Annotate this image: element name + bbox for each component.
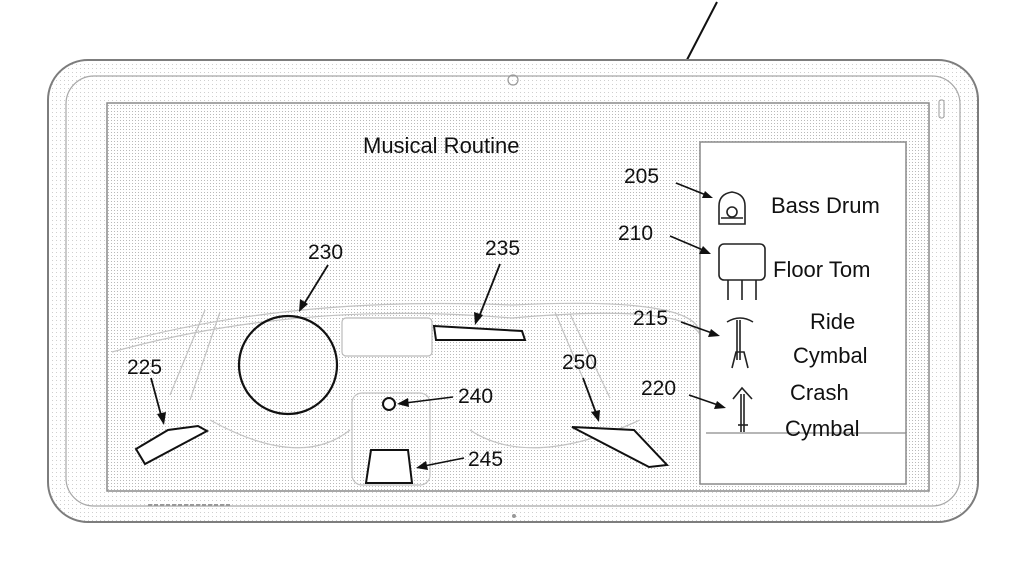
steering-wheel-pad[interactable] <box>237 314 339 416</box>
leader-arrow-225 <box>150 377 166 425</box>
leader-arrow-250 <box>582 377 600 422</box>
bass-drum-label: Bass Drum <box>771 193 880 218</box>
crash-label-line2: Cymbal <box>785 416 860 441</box>
instrument-panel <box>699 141 907 485</box>
dashboard-scene <box>111 302 703 486</box>
ride-cymbal-icon[interactable] <box>726 317 754 369</box>
home-dot[interactable] <box>512 514 516 518</box>
dash-strip-pad[interactable] <box>432 324 527 341</box>
center-knob-pad[interactable] <box>382 397 396 411</box>
ref-240: 240 <box>458 385 494 408</box>
crash-label-line1: Crash <box>790 380 849 405</box>
ref-250: 250 <box>562 351 598 374</box>
bass-drum-icon[interactable] <box>718 191 746 225</box>
floor-tom-icon[interactable] <box>718 243 766 300</box>
leader-arrow-230 <box>299 264 329 312</box>
floor-tom-label: Floor Tom <box>773 257 871 282</box>
leader-arrow-245 <box>416 457 465 470</box>
leader-arrow-220 <box>688 394 726 409</box>
leader-arrow-235 <box>474 263 501 325</box>
right-pedal-pad[interactable] <box>571 426 670 469</box>
ref-245: 245 <box>468 448 504 471</box>
leader-arrow-215 <box>680 321 720 337</box>
crash-cymbal-icon[interactable] <box>732 386 753 432</box>
side-button[interactable] <box>938 99 945 119</box>
ref-230: 230 <box>308 241 344 264</box>
ref-205: 205 <box>624 165 660 188</box>
ref-235: 235 <box>485 237 521 260</box>
ride-label-line1: Ride <box>810 309 856 334</box>
ref-220: 220 <box>641 377 677 400</box>
ride-label-line2: Cymbal <box>793 343 868 368</box>
leader-arrow-210 <box>669 235 711 254</box>
ref-215: 215 <box>633 307 669 330</box>
leader-arrow-240 <box>397 396 454 407</box>
ref-210: 210 <box>618 222 654 245</box>
camera-icon <box>507 74 519 86</box>
ref-225: 225 <box>127 356 163 379</box>
center-console-pad[interactable] <box>364 449 414 484</box>
left-pedal-pad[interactable] <box>134 424 210 466</box>
screen-title: Musical Routine <box>363 133 520 158</box>
leader-arrow-205 <box>675 182 713 198</box>
